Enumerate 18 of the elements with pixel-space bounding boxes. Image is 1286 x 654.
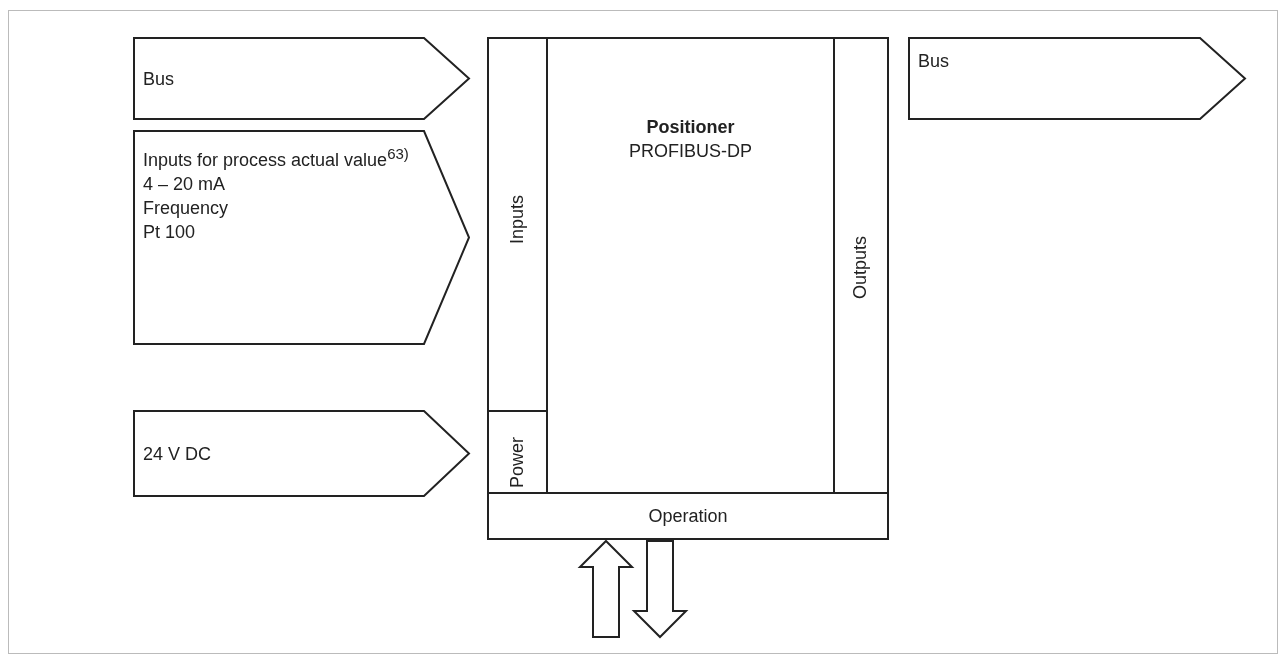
outputs-strip (833, 37, 889, 494)
signal-label: Frequency (143, 197, 229, 220)
operation-bar (487, 492, 889, 540)
output-label: Bus (918, 50, 950, 73)
section-label: Outputs (850, 235, 871, 299)
device-title: Positioner (646, 116, 735, 139)
section-label: Inputs (506, 194, 528, 244)
section-label: Operation (648, 505, 728, 528)
supply-label: 24 V DC (143, 442, 212, 466)
section-label: Power (506, 436, 528, 488)
inputs-strip (487, 37, 548, 412)
signal-label: 4 – 20 mA (143, 173, 226, 196)
input-label: Bus (143, 67, 175, 91)
input-label: Inputs for process actual value$^{63)}$ (143, 144, 409, 172)
signal-label: Pt 100 (143, 221, 196, 244)
device-subtitle: PROFIBUS-DP (629, 140, 752, 163)
hollow-up-arrow (577, 539, 635, 638)
hollow-down-arrow (631, 540, 689, 639)
